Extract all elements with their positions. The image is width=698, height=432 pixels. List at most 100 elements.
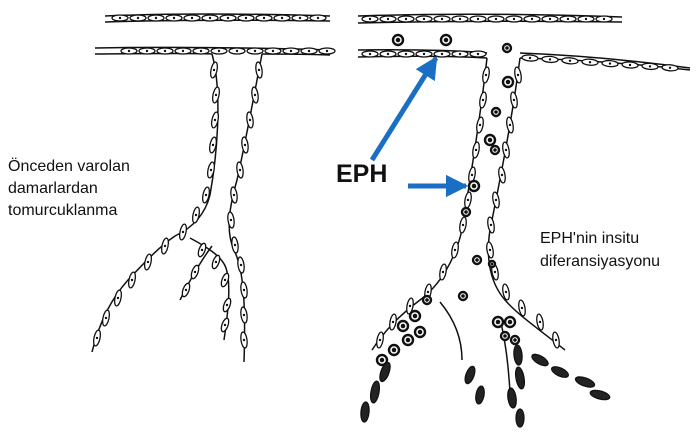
eph-cell <box>516 409 524 427</box>
cell-nucleus <box>224 279 226 281</box>
cell-nucleus <box>569 60 571 62</box>
eph-cell-nucleus <box>503 334 507 338</box>
eph-cell-nucleus <box>494 110 498 114</box>
cell-nucleus <box>459 53 461 55</box>
cell-nucleus <box>182 50 184 52</box>
cell-nucleus <box>105 317 107 319</box>
cell-nucleus <box>236 50 238 52</box>
cell-nucleus <box>387 18 389 20</box>
cell-nucleus <box>215 94 217 96</box>
right-sprout <box>372 58 565 392</box>
cell-nucleus <box>234 244 236 246</box>
cell-nucleus <box>258 69 260 71</box>
eph-cell-nucleus <box>491 263 494 266</box>
cell-nucleus <box>243 339 245 341</box>
cell-nucleus <box>299 17 301 19</box>
cell-nucleus <box>254 50 256 52</box>
cell-nucleus <box>462 224 464 226</box>
cell-nucleus <box>505 291 507 293</box>
cell-nucleus <box>218 50 220 52</box>
cell-nucleus <box>191 17 193 19</box>
eph-cell <box>463 365 477 385</box>
cell-nucleus <box>164 50 166 52</box>
cell-nucleus <box>585 18 587 20</box>
cell-nucleus <box>629 64 631 66</box>
eph-cell-nucleus <box>475 258 479 262</box>
cell-nucleus <box>146 50 148 52</box>
eph-cell-nucleus <box>444 38 449 43</box>
cell-nucleus <box>272 50 274 52</box>
cell-nucleus <box>513 99 515 101</box>
cell-nucleus <box>549 58 551 60</box>
eph-cell-nucleus <box>461 294 465 298</box>
eph-cell-nucleus <box>506 80 511 85</box>
cell-nucleus <box>128 50 130 52</box>
cell-nucleus <box>477 18 479 20</box>
cell-nucleus <box>239 169 241 171</box>
cell-nucleus <box>117 297 119 299</box>
eph-cell-nucleus <box>464 210 468 214</box>
cell-nucleus <box>137 17 139 19</box>
cell-nucleus <box>227 17 229 19</box>
eph-cell-nucleus <box>488 138 493 143</box>
eph-cell-nucleus <box>401 324 406 329</box>
cell-nucleus <box>454 249 456 251</box>
eph-cell <box>513 345 523 366</box>
sprouting-label-line-1: Önceden varolan <box>8 156 130 178</box>
eph-arrow-upper <box>372 58 436 160</box>
cell-nucleus <box>467 199 469 201</box>
eph-cell <box>474 385 485 404</box>
cell-nucleus <box>96 337 98 339</box>
cell-nucleus <box>471 174 473 176</box>
cell-nucleus <box>317 17 319 19</box>
eph-cell <box>514 366 526 389</box>
cell-nucleus <box>539 321 541 323</box>
cell-nucleus <box>567 18 569 20</box>
eph-cell-nucleus <box>425 298 429 302</box>
eph-cell-nucleus <box>513 338 517 342</box>
cell-nucleus <box>215 261 217 263</box>
eph-cell-nucleus <box>392 348 397 353</box>
cell-nucleus <box>147 261 149 263</box>
eph-cell <box>530 352 550 368</box>
cell-nucleus <box>200 50 202 52</box>
cell-nucleus <box>240 264 242 266</box>
cell-nucleus <box>555 339 557 341</box>
sprouting-label-line-3: tomurcuklanma <box>8 200 130 222</box>
cell-nucleus <box>513 18 515 20</box>
cell-nucleus <box>214 119 216 121</box>
eph-cell <box>550 365 570 380</box>
eph-cell <box>360 402 370 423</box>
cell-nucleus <box>249 119 251 121</box>
cell-nucleus <box>649 65 651 67</box>
cell-nucleus <box>205 194 207 196</box>
cell-nucleus <box>442 271 444 273</box>
cell-nucleus <box>509 124 511 126</box>
insitu-differentiation-label: EPH'nin insitu diferansiyasyonu <box>540 227 660 273</box>
cell-nucleus <box>131 279 133 281</box>
cell-nucleus <box>603 18 605 20</box>
cell-nucleus <box>243 289 245 291</box>
eph-cell <box>589 389 610 402</box>
cell-nucleus <box>441 53 443 55</box>
cell-nucleus <box>479 124 481 126</box>
cell-nucleus <box>517 74 519 76</box>
eph-cell <box>369 380 381 403</box>
sprouting-label-line-2: damarlardan <box>8 178 130 200</box>
cell-nucleus <box>155 17 157 19</box>
eph-cell <box>507 388 518 409</box>
cell-nucleus <box>281 17 283 19</box>
cell-nucleus <box>490 224 492 226</box>
eph-cell-nucleus <box>496 320 501 325</box>
eph-cell <box>574 375 596 389</box>
cell-nucleus <box>209 17 211 19</box>
cell-nucleus <box>290 50 292 52</box>
cell-nucleus <box>182 231 184 233</box>
eph-cell-nucleus <box>493 148 497 152</box>
cell-nucleus <box>308 50 310 52</box>
cell-nucleus <box>423 18 425 20</box>
cell-nucleus <box>201 249 203 251</box>
cell-nucleus <box>233 194 235 196</box>
insitu-label-line-1: EPH'nin insitu <box>540 227 660 250</box>
